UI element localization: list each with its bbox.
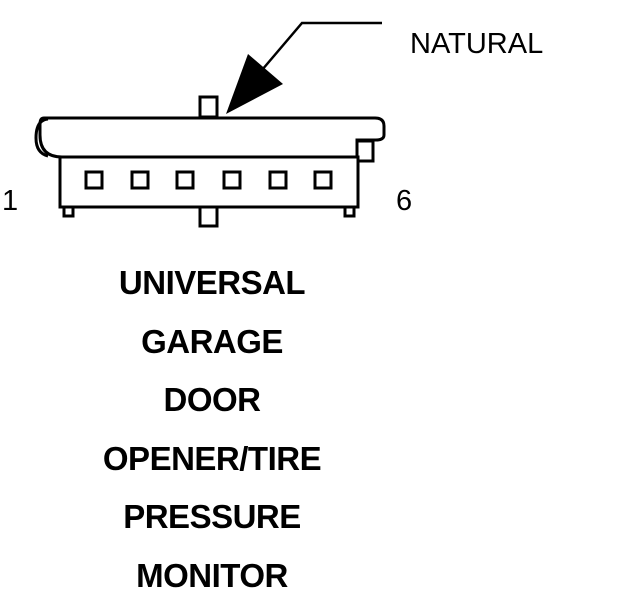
pin-cavity-4 <box>224 172 240 188</box>
connector-body <box>36 97 384 226</box>
connector-name-line: PRESSURE <box>20 496 404 555</box>
connector-lower-housing <box>60 157 358 207</box>
connector-top-tab <box>200 97 217 117</box>
connector-name: UNIVERSAL GARAGE DOOR OPENER/TIRE PRESSU… <box>20 262 404 613</box>
pin-cavity-5 <box>270 172 286 188</box>
pin-number-first: 1 <box>2 187 18 216</box>
callout-arrowhead <box>226 54 283 114</box>
pin-cavity-1 <box>86 172 102 188</box>
pin-number-last: 6 <box>396 187 412 216</box>
color-callout-leader <box>226 23 382 114</box>
connector-name-line: GARAGE <box>20 321 404 380</box>
pin-cavity-2 <box>132 172 148 188</box>
connector-name-line: OPENER/TIRE <box>20 438 404 497</box>
connector-bottom-key <box>200 206 217 226</box>
connector-name-line: MONITOR <box>20 555 404 613</box>
connector-top-flange <box>40 118 384 157</box>
connector-name-line: DOOR <box>20 379 404 438</box>
pin-cavity-3 <box>177 172 193 188</box>
connector-name-line: UNIVERSAL <box>20 262 404 321</box>
connector-color-label: NATURAL <box>410 30 543 59</box>
pin-cavity-6 <box>315 172 331 188</box>
